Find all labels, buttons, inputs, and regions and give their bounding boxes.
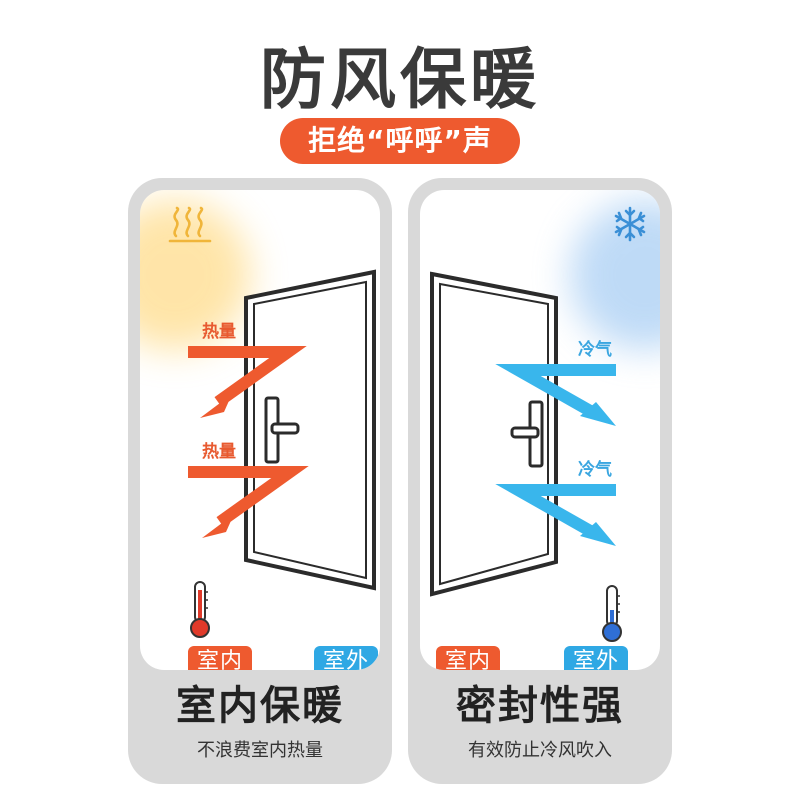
subtitle-badge: 拒绝“呼呼”声: [280, 118, 520, 164]
door-handle-lever: [510, 426, 540, 439]
door-drawing: [188, 269, 376, 591]
sealing-heading: 密封性强: [456, 683, 624, 729]
warmth-caption: 不浪费室内热量: [197, 740, 323, 761]
heat-arrowhead-top: [200, 394, 232, 418]
door-panel: [430, 271, 558, 597]
snowflake-icon: [614, 206, 646, 242]
door-inner-edge: [439, 282, 549, 586]
warmth-card: 热量 热量 室内 室外 室内保暖 不浪费室内热量: [128, 178, 392, 784]
cold-arrowhead-bottom: [580, 522, 616, 546]
sealing-caption: 有效防止冷风吹入: [468, 740, 612, 761]
thermometer-hot-icon: [190, 581, 210, 638]
sealing-illustration: 冷气 冷气 室内 室外: [420, 190, 660, 670]
warmth-heading: 室内保暖: [176, 683, 344, 729]
thermometer-cold-icon: [602, 585, 622, 642]
heat-label-bottom: 热量: [202, 442, 236, 462]
outdoor-tag: 室外: [564, 646, 628, 670]
heat-waves-icon: [168, 206, 212, 243]
heat-arrow-bottom: [188, 466, 309, 527]
cold-label-top: 冷气: [578, 340, 612, 360]
cold-arrowhead-top: [580, 402, 616, 426]
cold-arrow-bottom: [495, 484, 616, 538]
heat-arrowhead-bottom: [202, 514, 234, 538]
outdoor-tag: 室外: [314, 646, 378, 670]
heat-arrow-top: [188, 346, 307, 407]
sealing-card: 冷气 冷气 室内 室外 密封性强 有效防止冷风吹入: [408, 178, 672, 784]
door-drawing: [430, 271, 616, 597]
indoor-tag: 室内: [188, 646, 252, 670]
warmth-illustration: 热量 热量 室内 室外: [140, 190, 380, 670]
heat-label-top: 热量: [202, 322, 236, 342]
cold-label-bottom: 冷气: [578, 460, 612, 480]
door-handle-lever: [270, 422, 300, 435]
indoor-tag: 室内: [436, 646, 500, 670]
cold-arrow-top: [495, 364, 616, 418]
page-title: 防风保暖: [260, 41, 540, 118]
